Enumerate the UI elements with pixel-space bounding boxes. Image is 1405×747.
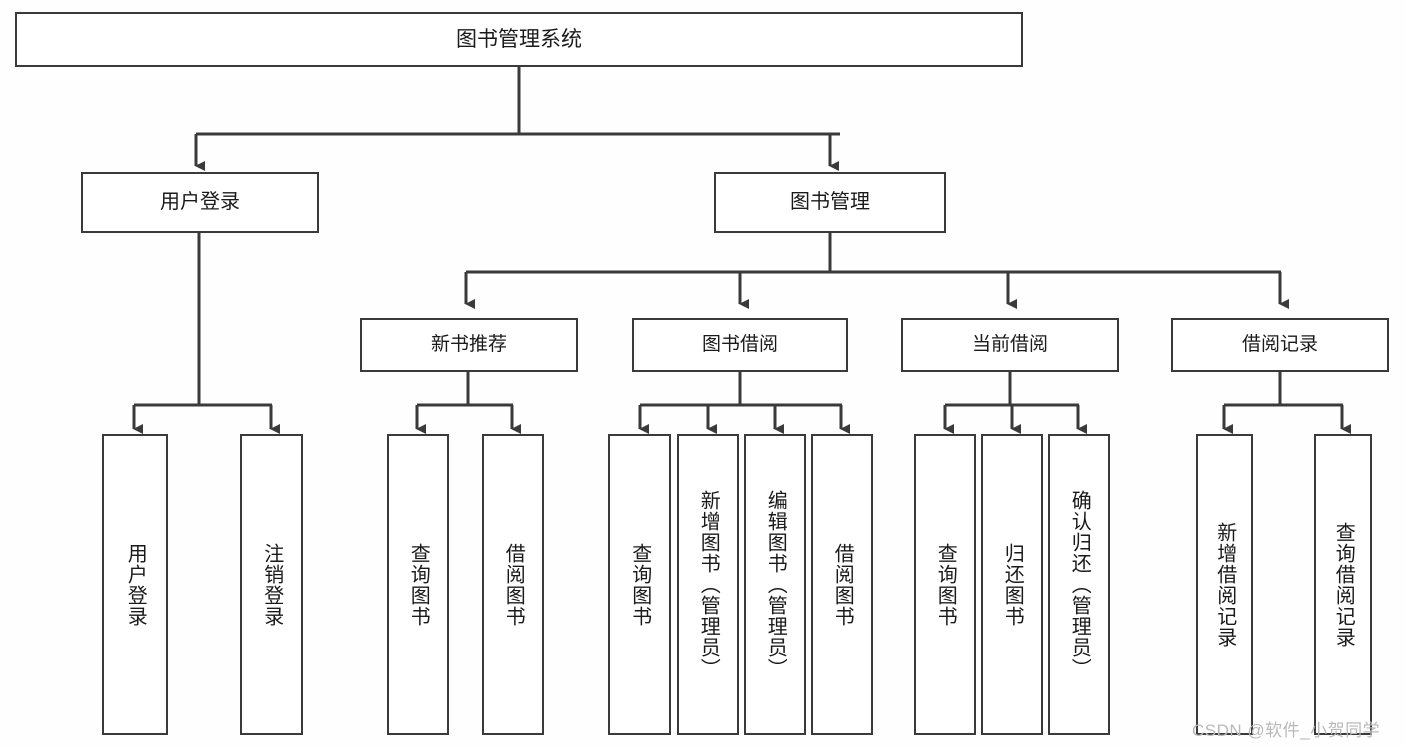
- node-label: 用户登录: [160, 191, 240, 214]
- watermark-label: CSDN @软件_小贺同学: [1192, 721, 1381, 740]
- leaf-record-add-record[interactable]: 新增借阅记录: [1196, 434, 1253, 735]
- node-borrow-record[interactable]: 借阅记录: [1171, 318, 1389, 372]
- node-label: 归还图书: [1001, 542, 1024, 627]
- node-current-borrow[interactable]: 当前借阅: [901, 318, 1119, 372]
- node-label: 新增图书（管理员）: [697, 490, 720, 679]
- node-book-management[interactable]: 图书管理: [714, 172, 946, 233]
- leaf-borrow-edit-book-admin[interactable]: 编辑图书（管理员）: [744, 434, 806, 735]
- node-label: 新增借阅记录: [1213, 521, 1236, 648]
- node-label: 当前借阅: [971, 334, 1048, 356]
- node-label: 图书管理系统: [456, 27, 582, 51]
- leaf-current-confirm-return-admin[interactable]: 确认归还（管理员）: [1048, 434, 1110, 735]
- node-label: 用户登录: [124, 542, 147, 627]
- node-label: 编辑图书（管理员）: [764, 490, 787, 679]
- leaf-recommend-borrow-book[interactable]: 借阅图书: [482, 434, 544, 735]
- leaf-user-login[interactable]: 用户登录: [102, 434, 168, 735]
- node-label: 查询借阅记录: [1332, 521, 1355, 648]
- leaf-borrow-borrow-book[interactable]: 借阅图书: [811, 434, 873, 735]
- leaf-recommend-query-book[interactable]: 查询图书: [387, 434, 449, 735]
- leaf-current-query-book[interactable]: 查询图书: [914, 434, 976, 735]
- leaf-logout-login[interactable]: 注销登录: [240, 434, 303, 735]
- node-user-login[interactable]: 用户登录: [81, 172, 319, 233]
- node-label: 图书管理: [790, 191, 870, 214]
- leaf-record-query-record[interactable]: 查询借阅记录: [1314, 434, 1372, 735]
- node-label: 新书推荐: [430, 334, 507, 356]
- leaf-current-return-book[interactable]: 归还图书: [981, 434, 1043, 735]
- node-label: 图书借阅: [701, 334, 778, 356]
- node-label: 查询图书: [934, 542, 957, 627]
- node-label: 借阅图书: [502, 542, 525, 627]
- leaf-borrow-add-book-admin[interactable]: 新增图书（管理员）: [677, 434, 739, 735]
- node-label: 查询图书: [628, 542, 651, 627]
- node-label: 借阅记录: [1241, 334, 1318, 356]
- node-label: 借阅图书: [831, 542, 854, 627]
- node-root-system[interactable]: 图书管理系统: [15, 12, 1023, 67]
- node-label: 确认归还（管理员）: [1068, 490, 1091, 679]
- node-book-borrow[interactable]: 图书借阅: [632, 318, 848, 372]
- node-label: 注销登录: [260, 542, 283, 627]
- leaf-borrow-query-book[interactable]: 查询图书: [608, 434, 671, 735]
- node-new-book-recommend[interactable]: 新书推荐: [360, 318, 578, 372]
- node-label: 查询图书: [407, 542, 430, 627]
